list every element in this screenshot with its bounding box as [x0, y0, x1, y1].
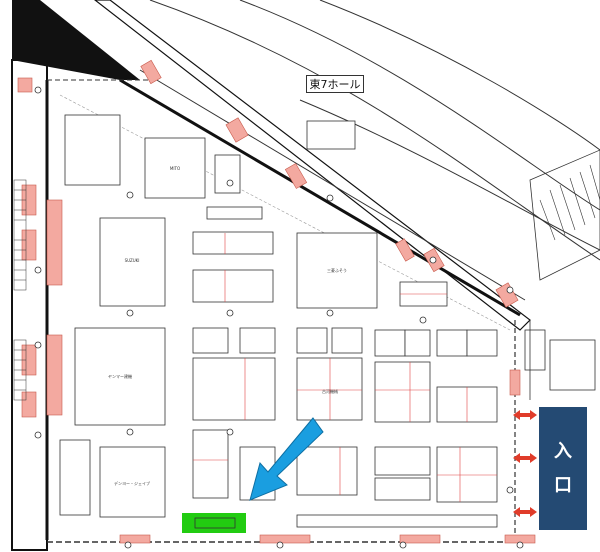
booth-label-suzuki: SUZUKI [125, 258, 140, 263]
ramp-hatch [539, 164, 600, 241]
booth-denyo [99, 446, 166, 518]
booth-b3 [296, 446, 358, 496]
booth-c3 [192, 357, 276, 421]
booth-c4 [296, 327, 328, 354]
booth-small-top [214, 154, 241, 194]
red-partitions [193, 233, 497, 502]
booth-top-right [296, 232, 378, 309]
entrance-sign: 入 口 [539, 407, 587, 530]
booths [59, 114, 498, 528]
booth-small-strip [206, 206, 263, 220]
booth-c1 [192, 327, 229, 354]
booth-r4 [466, 329, 498, 357]
left-pink-zones [17, 77, 63, 418]
booth-c5 [331, 327, 363, 354]
booth-b6 [436, 446, 498, 503]
booth-takeuchi [74, 327, 166, 426]
entrance-label-1: 入 [554, 440, 572, 462]
highlight-booth-inner [194, 517, 236, 529]
fire-hydrant-icon [34, 86, 524, 549]
booth-c2 [239, 327, 276, 354]
right-structure [524, 320, 596, 400]
booth-mito [144, 137, 206, 199]
booth-r3 [436, 329, 468, 357]
entrance-arrow-icon [513, 410, 537, 517]
road-curve-1 [149, 0, 600, 261]
booth-b5 [374, 477, 431, 501]
booth-b1 [192, 429, 229, 499]
booth-bottom-left-1 [59, 439, 91, 516]
booth-center-top [192, 231, 274, 255]
road-curve-2 [239, 0, 600, 211]
booth-center-2 [192, 269, 274, 303]
booth-small-white [306, 120, 356, 150]
entrance-label-2: 口 [554, 474, 572, 496]
arrow-icon [249, 417, 324, 501]
booth-label-mitsubishi: 三菱ふそう [327, 267, 347, 273]
booth-b4 [374, 446, 431, 476]
highlight-booth [182, 513, 246, 533]
wall-diagonal-b [139, 69, 526, 301]
booth-label-yanmar: ヤンマー建機 [108, 373, 132, 379]
booth-r2 [404, 329, 431, 357]
booth-top-left [64, 114, 121, 186]
booth-r5 [374, 361, 431, 423]
road-curve-4 [299, 99, 600, 251]
booth-furukawa [296, 357, 363, 421]
wall-diagonal-a [119, 78, 521, 317]
booth-text: SUZUKI MITO ヤンマー建機 デンヨー・ジェイブ 古河機械 三菱ふそう [108, 166, 347, 486]
booth-label-mito: MITO [170, 166, 180, 171]
booth-r1 [374, 329, 406, 357]
booth-suzuki [99, 217, 166, 307]
booth-label-furukawa: 古河機械 [322, 388, 338, 394]
stairs [13, 179, 27, 401]
hall-label: 東7ホール [306, 75, 364, 93]
wall-top-left [12, 0, 140, 80]
booth-label-denyo: デンヨー・ジェイブ [114, 480, 150, 486]
left-wall [11, 59, 48, 551]
booth-bottom-strip [296, 514, 498, 528]
ramp [529, 149, 600, 281]
road-curve-3 [319, 0, 600, 151]
